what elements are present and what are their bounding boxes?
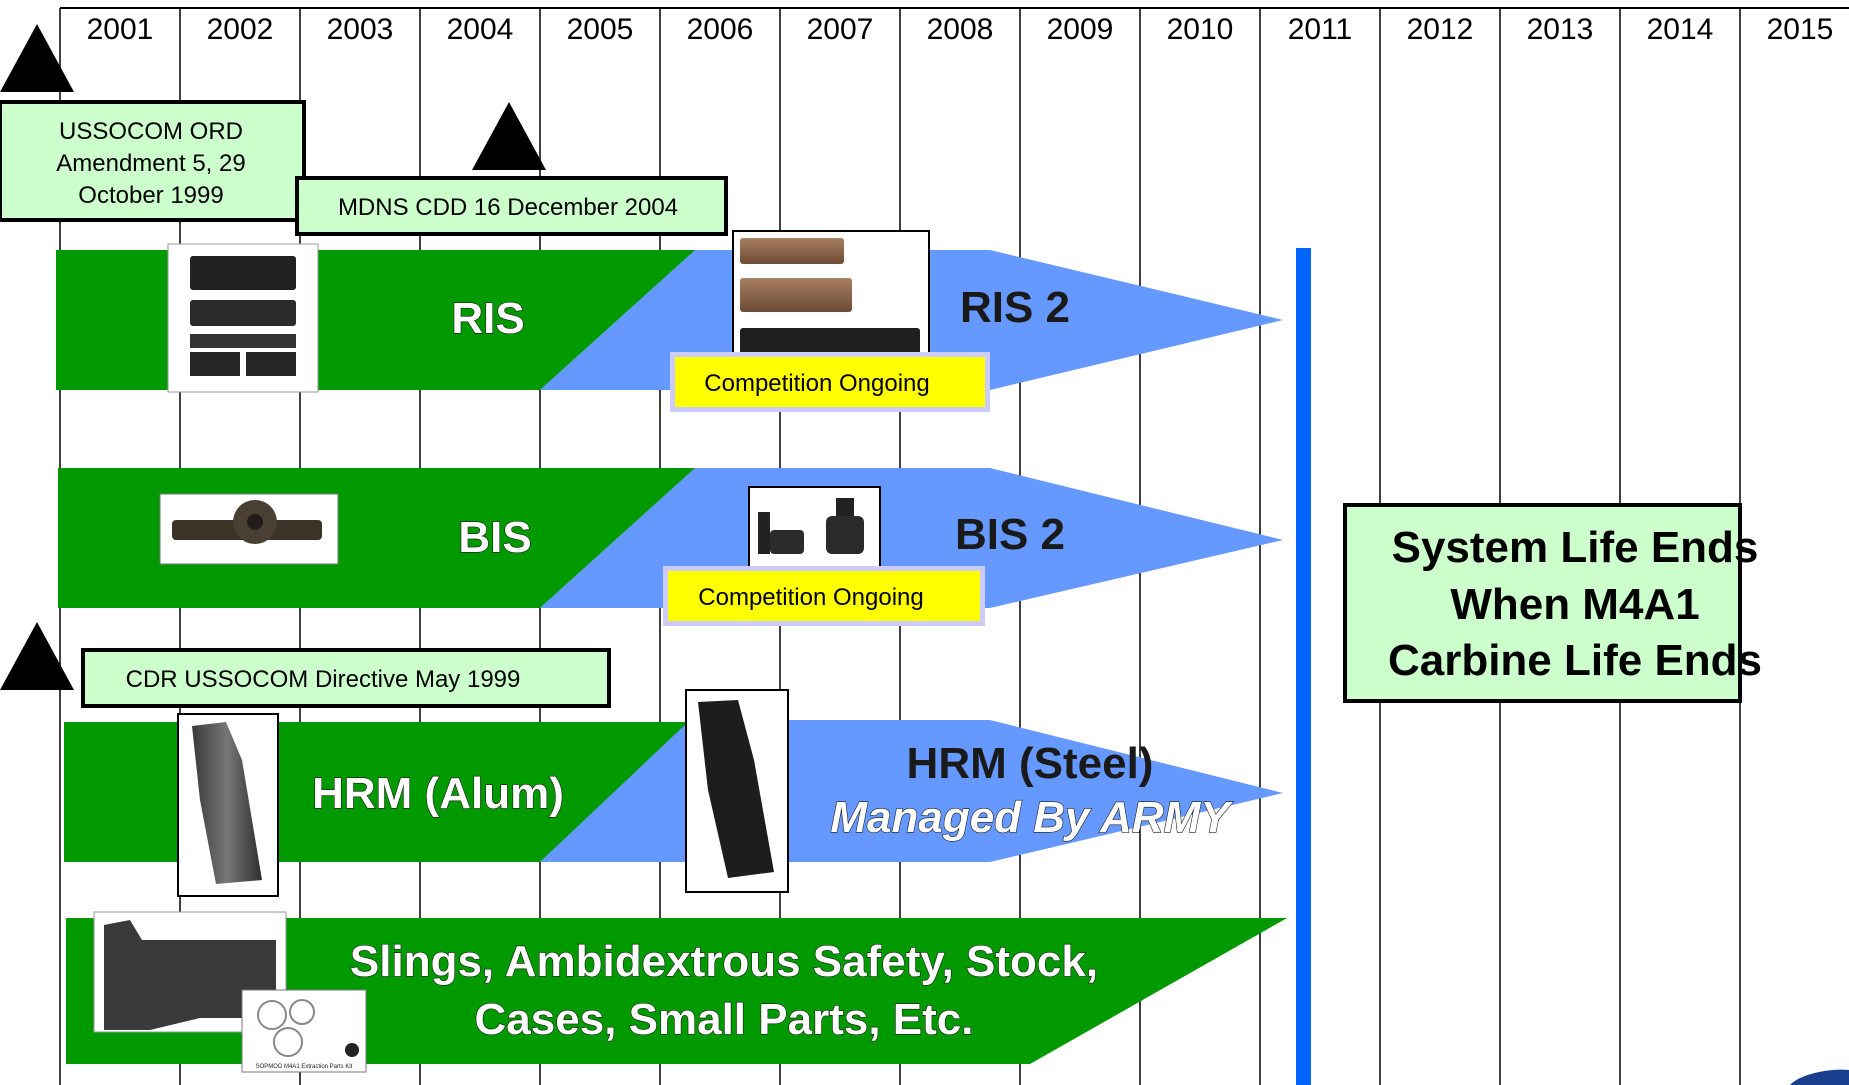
ris-rail-image <box>167 243 319 393</box>
mdns-milestone-box: MDNS CDD 16 December 2004 <box>295 176 728 236</box>
bis2-status-label: Competition Ongoing <box>698 584 923 611</box>
system-life-end-line2: When M4A1 <box>1450 580 1699 629</box>
system-life-end-box: System Life Ends When M4A1 Carbine Life … <box>1343 503 1762 703</box>
bis-sight-image <box>159 493 339 565</box>
bis2-sight-image <box>748 486 881 570</box>
year-label-2008: 2008 <box>927 13 994 46</box>
ris-row: RIS RIS 2 Competition Ongoing <box>56 230 1283 412</box>
ord-milestone-line2: Amendment 5, 29 <box>56 150 245 177</box>
year-label-2003: 2003 <box>327 13 394 46</box>
hrm-steel-label: HRM (Steel) <box>907 739 1154 788</box>
parts-kit-caption: SOPMOD M4A1 Extraction Parts Kit <box>256 1064 353 1070</box>
year-label-2004: 2004 <box>447 13 514 46</box>
cdr-milestone-box: CDR USSOCOM Directive May 1999 <box>81 648 611 708</box>
ord-milestone-line3: October 1999 <box>78 182 223 209</box>
system-life-end-line3: Carbine Life Ends <box>1388 636 1762 685</box>
year-label-2012: 2012 <box>1407 13 1474 46</box>
misc-arrow <box>66 918 1287 1064</box>
misc-row: SOPMOD M4A1 Extraction Parts Kit Slings,… <box>66 911 1287 1073</box>
milestone-triangle-cdr <box>0 622 74 690</box>
year-label-2011: 2011 <box>1288 13 1353 46</box>
year-label-2013: 2013 <box>1527 13 1594 46</box>
logo-fragment <box>1790 1069 1849 1085</box>
year-label-2002: 2002 <box>207 13 274 46</box>
bis-label: BIS <box>458 513 531 562</box>
year-label-2010: 2010 <box>1167 13 1234 46</box>
hrm-row: HRM (Alum) HRM (Steel) Managed By ARMY <box>64 689 1283 897</box>
system-life-end-line <box>1296 248 1311 1085</box>
year-label-2015: 2015 <box>1767 13 1834 46</box>
ris-label: RIS <box>451 294 524 343</box>
ris2-competition-badge: Competition Ongoing <box>670 352 990 412</box>
bis2-competition-badge: Competition Ongoing <box>663 566 985 626</box>
mdns-milestone-label: MDNS CDD 16 December 2004 <box>338 194 678 221</box>
hrm-alum-label: HRM (Alum) <box>312 769 564 818</box>
milestone-triangle-ord <box>0 24 74 92</box>
hrm-steel-magazine-image <box>685 689 789 893</box>
year-label-2007: 2007 <box>807 13 874 46</box>
year-labels: 2001 2002 2003 2004 2005 2006 2007 2008 2009 2010… <box>87 13 1834 46</box>
year-label-2006: 2006 <box>687 13 754 46</box>
misc-label-line2: Cases, Small Parts, Etc. <box>475 995 974 1044</box>
bis-row: BIS BIS 2 Competition Ongoing <box>58 468 1283 626</box>
hrm-army-label: Managed By ARMY <box>830 793 1233 842</box>
ris2-status-label: Competition Ongoing <box>704 370 929 397</box>
system-life-end-line1: System Life Ends <box>1392 523 1759 572</box>
milestone-triangle-mdns <box>472 102 546 170</box>
parts-kit-image: SOPMOD M4A1 Extraction Parts Kit <box>241 989 367 1073</box>
ris2-label: RIS 2 <box>960 283 1070 332</box>
hrm-alum-magazine-image <box>177 713 279 897</box>
bis2-label: BIS 2 <box>955 510 1065 559</box>
ris2-rail-image <box>732 230 930 366</box>
stock-image <box>93 911 287 1033</box>
year-label-2014: 2014 <box>1647 13 1714 46</box>
year-label-2009: 2009 <box>1047 13 1114 46</box>
year-label-2001: 2001 <box>87 13 154 46</box>
cdr-milestone-label: CDR USSOCOM Directive May 1999 <box>126 666 521 693</box>
misc-label-line1: Slings, Ambidextrous Safety, Stock, <box>350 937 1098 986</box>
ord-milestone-line1: USSOCOM ORD <box>59 118 243 145</box>
year-label-2005: 2005 <box>567 13 634 46</box>
ord-milestone-box: USSOCOM ORD Amendment 5, 29 October 1999 <box>0 100 306 222</box>
